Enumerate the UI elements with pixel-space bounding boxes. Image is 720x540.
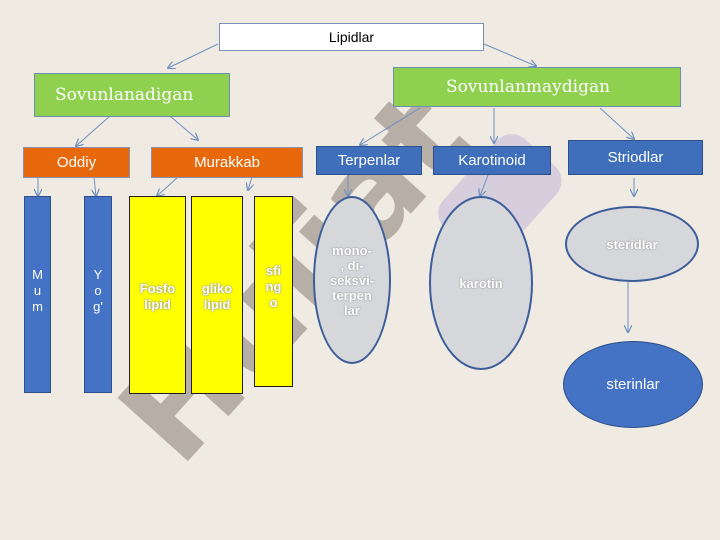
sterols-node: sterinlar (563, 341, 703, 428)
glycolipid-node: gliko lipid (191, 196, 243, 394)
wax-node: M u m (24, 196, 51, 393)
terpene-types-label: mono- , di- seksvi- terpen lar (329, 242, 375, 318)
sphingolipid-label: sfi ng o (265, 263, 282, 310)
phospholipid-node: Fosfo lipid (129, 196, 186, 394)
steroids-node: Striodlar (568, 140, 703, 175)
terpenes-label: Terpenlar (337, 152, 401, 169)
sphingolipid-node: sfi ng o (254, 196, 293, 387)
carotenoid-label: Karotinoid (458, 152, 526, 169)
steroid-items-node: steridlar (565, 206, 699, 282)
steroids-label: Striodlar (607, 149, 664, 166)
simple-node: Oddiy (23, 147, 130, 178)
carotenoid-node: Karotinoid (433, 146, 551, 175)
simple-label: Oddiy (56, 154, 97, 171)
unsaponifiable-node: Sovunlanmaydigan (393, 67, 681, 107)
carotene-node: karotin (429, 196, 533, 370)
sterols-label: sterinlar (606, 376, 660, 393)
saponifiable-label: Sovunlanadigan (55, 85, 194, 105)
phospholipid-label: Fosfo lipid (139, 281, 176, 312)
steroid-items-label: steridlar (606, 236, 658, 252)
wax-label: M u m (32, 267, 43, 314)
saponifiable-node: Sovunlanadigan (34, 73, 230, 117)
unsaponifiable-label: Sovunlanmaydigan (446, 77, 611, 97)
complex-label: Murakkab (194, 154, 260, 171)
glycolipid-label: gliko lipid (201, 281, 233, 312)
terpene-types-node: mono- , di- seksvi- terpen lar (313, 196, 391, 364)
complex-node: Murakkab (151, 147, 303, 178)
carotene-label: karotin (459, 275, 503, 291)
root-label: Lipidlar (328, 29, 375, 45)
fat-node: Y o g' (84, 196, 112, 393)
terpenes-node: Terpenlar (316, 146, 422, 175)
fat-label: Y o g' (93, 267, 103, 314)
root-node: Lipidlar (219, 23, 484, 51)
